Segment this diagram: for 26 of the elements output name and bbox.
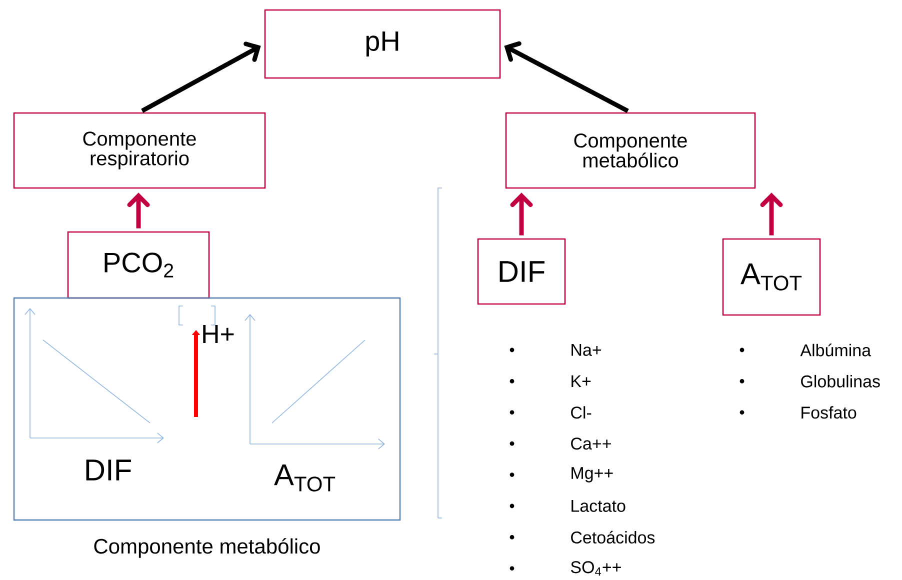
component-box: Componente respiratorio [13, 112, 266, 189]
list-item: Na+ [572, 344, 602, 356]
arrow [127, 192, 150, 228]
list-item: Cl- [571, 406, 592, 419]
list-item: Lactato [572, 500, 626, 512]
list-item: Globulinas [801, 374, 880, 388]
list-item: Ca++ [571, 438, 611, 450]
variable-box: DIF [477, 238, 566, 305]
variable-box: PCO$_{2}$ [67, 231, 210, 299]
node-label: Componente metabólico [94, 538, 320, 558]
axis-label: DIF [86, 460, 131, 480]
axis-label: A$_{TOT}$ [274, 464, 336, 492]
list-item: Mg++ [572, 467, 613, 482]
list-item: Cetoácidos [571, 530, 655, 544]
arrow [504, 41, 629, 113]
list-item: Fosfato [802, 406, 856, 419]
arrow [760, 192, 783, 236]
list-item: SO$_{4}$++ [570, 561, 621, 576]
result-box: pH [264, 9, 501, 79]
arrow [141, 42, 261, 113]
list-item: Albúmina [800, 344, 872, 356]
arrow [510, 192, 533, 236]
ion-label: H+ [203, 325, 234, 343]
list-item: K+ [572, 375, 591, 388]
component-box: Componente metabólico [505, 112, 756, 189]
variable-box: A$_{TOT}$ [722, 238, 821, 316]
